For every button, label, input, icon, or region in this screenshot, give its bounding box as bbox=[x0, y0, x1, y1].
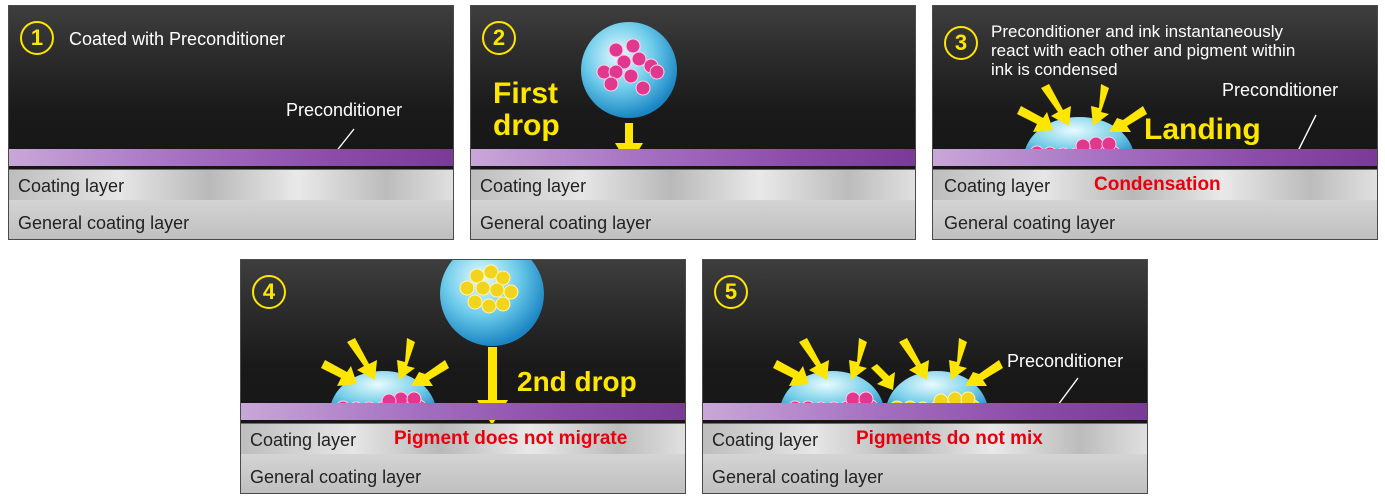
coating-label: Coating layer bbox=[250, 430, 357, 450]
condensation-label: Condensation bbox=[1094, 174, 1221, 195]
general-layer bbox=[933, 200, 1377, 239]
step-badge-5: 5 bbox=[714, 275, 748, 309]
precond-band bbox=[933, 149, 1377, 166]
general-layer bbox=[471, 200, 915, 239]
step-badge-2: 2 bbox=[482, 21, 516, 55]
coating-layer bbox=[471, 169, 915, 201]
precond-label: Preconditioner bbox=[1007, 351, 1124, 371]
general-layer bbox=[703, 454, 1147, 493]
precond-band bbox=[471, 149, 915, 166]
general-layer bbox=[9, 200, 453, 239]
general-label: General coating layer bbox=[480, 213, 652, 233]
precond-label: Preconditioner bbox=[286, 100, 403, 120]
no-mix-label: Pigments do not mix bbox=[856, 428, 1043, 449]
general-label: General coating layer bbox=[712, 467, 884, 487]
coating-layer bbox=[9, 169, 453, 201]
panel-2: 2 First drop Coating layer General coati… bbox=[470, 5, 916, 240]
step-badge-3: 3 bbox=[944, 26, 978, 60]
panel-3: 3 Preconditioner and ink instantaneously… bbox=[932, 5, 1378, 240]
general-layer bbox=[241, 454, 685, 493]
precond-band bbox=[703, 403, 1147, 420]
general-label: General coating layer bbox=[18, 213, 190, 233]
coating-label: Coating layer bbox=[712, 430, 819, 450]
precond-band bbox=[9, 149, 453, 166]
panel-1: 1 Coated with Preconditioner Preconditio… bbox=[8, 5, 454, 240]
step-badge-1: 1 bbox=[20, 21, 54, 55]
coating-label: Coating layer bbox=[944, 176, 1051, 196]
coating-label: Coating layer bbox=[18, 176, 125, 196]
general-label: General coating layer bbox=[944, 213, 1116, 233]
first-drop-caption: First drop bbox=[493, 77, 560, 142]
no-migrate-label: Pigment does not migrate bbox=[394, 428, 628, 449]
second-drop-caption: 2nd drop bbox=[517, 366, 637, 397]
coating-label: Coating layer bbox=[480, 176, 587, 196]
panel-5: 5 Preconditioner bbox=[702, 259, 1148, 494]
drop-graphic bbox=[581, 22, 677, 166]
coating-layer bbox=[933, 169, 1377, 201]
general-label: General coating layer bbox=[250, 467, 422, 487]
panel-4: 4 bbox=[240, 259, 686, 494]
precond-label: Preconditioner bbox=[1222, 80, 1339, 100]
caption: Coated with Preconditioner bbox=[69, 29, 286, 49]
landing-caption: Landing bbox=[1144, 113, 1261, 146]
caption: Preconditioner and ink instantaneously r… bbox=[991, 22, 1296, 79]
precond-band bbox=[241, 403, 685, 420]
step-badge-4: 4 bbox=[252, 275, 286, 309]
